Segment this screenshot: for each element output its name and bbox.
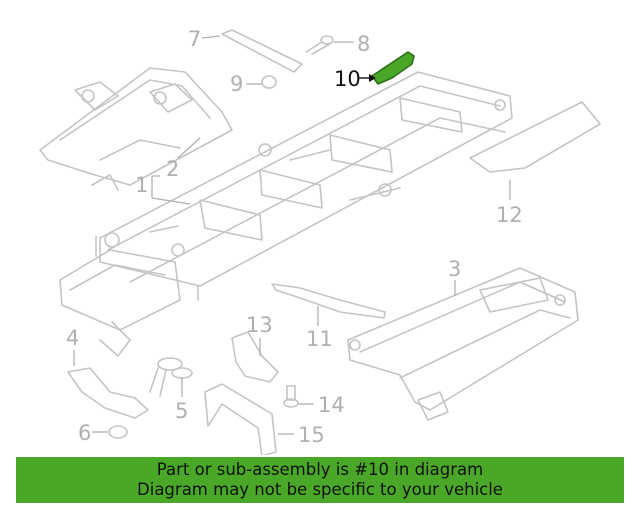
bolt-14-drawing	[283, 385, 299, 408]
bolt-8-drawing	[305, 35, 334, 55]
support-bracket-11-drawing	[271, 283, 386, 319]
mount-bolt-5-drawing	[149, 357, 193, 397]
callout-number: 15	[298, 423, 325, 447]
bracket-13-drawing	[231, 331, 279, 383]
callout-number: 5	[175, 399, 188, 423]
callout-number: 2	[166, 157, 179, 181]
nut-6-drawing	[108, 425, 128, 439]
callout-number: 7	[188, 27, 201, 51]
callout-number: 8	[357, 32, 370, 56]
callout-number: 11	[306, 327, 333, 351]
nut-9-drawing	[261, 75, 277, 89]
info-banner: Part or sub-assembly is #10 in diagram D…	[16, 457, 624, 503]
banner-line-disclaimer: Diagram may not be specific to your vehi…	[137, 480, 503, 499]
callout-number: 9	[230, 72, 243, 96]
strip-7-drawing	[221, 29, 303, 73]
parts-diagram: 1 2 3 4 5 6 7 8 9 10 11 12 13 14 15	[39, 27, 601, 455]
bracket-4-drawing	[67, 367, 149, 419]
callout-number-highlighted: 10	[334, 67, 361, 91]
banner-line-part: Part or sub-assembly is #10 in diagram	[156, 460, 484, 479]
rear-frame-drawing	[347, 267, 579, 421]
highlighted-bracket-10-drawing	[371, 51, 415, 85]
shield-15-drawing	[204, 383, 277, 455]
callout-number: 3	[448, 257, 461, 281]
callout-number: 1	[135, 173, 148, 197]
callout-number: 14	[318, 393, 345, 417]
callout-number: 13	[246, 313, 273, 337]
front-crossmember-drawing	[39, 67, 233, 191]
callout-number: 4	[66, 326, 79, 350]
frame-assembly-drawing	[59, 71, 513, 357]
shield-panel-12-drawing	[469, 101, 601, 173]
callout-number: 6	[78, 421, 91, 445]
callout-number: 12	[496, 203, 523, 227]
callouts: 1 2 3 4 5 6 7 8 9 10 11 12 13 14 15	[66, 27, 523, 447]
